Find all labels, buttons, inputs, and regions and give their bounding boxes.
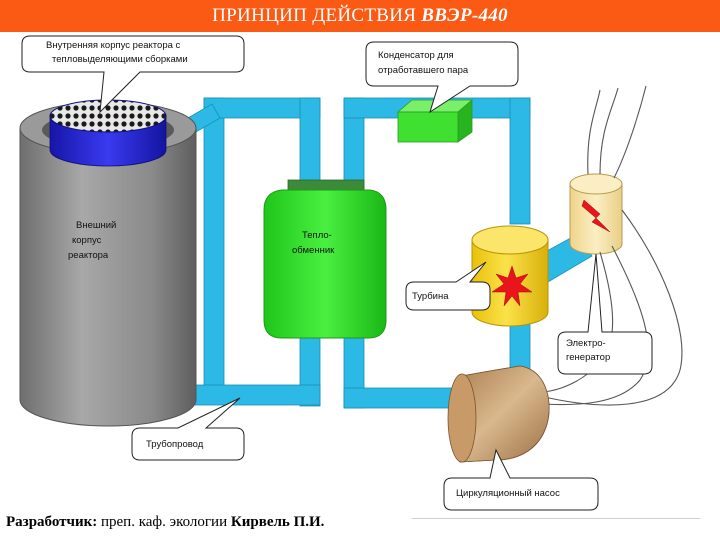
- callout-inner-core-line-2: тепловыделяющими сборками: [52, 54, 188, 65]
- callout-circulation-pump: Циркуляционный насос: [443, 448, 599, 511]
- callout-condenser-line-1: Конденсатор для: [378, 50, 454, 61]
- callout-pipeline: Трубопровод: [131, 397, 245, 461]
- callout-turbine: Турбина: [405, 261, 491, 311]
- title-model: ВВЭР-440: [421, 5, 508, 26]
- label-outer-vessel-line-3: реактора: [68, 250, 109, 261]
- callout-inner-core-line-1: Внутренняя корпус реактора с: [46, 40, 181, 51]
- label-heat-exchanger-line-2: обменник: [292, 245, 335, 256]
- generator: [569, 173, 623, 255]
- callout-generator: Электро- генератор: [557, 253, 653, 375]
- label-outer-vessel: Внешний корпус реактора: [68, 220, 116, 261]
- footer-credits: Разработчик: преп. каф. экологии Кирвель…: [6, 514, 324, 531]
- callout-turbine-text: Турбина: [412, 291, 449, 302]
- callout-condenser: Конденсатор для отработавшего пара: [365, 41, 519, 114]
- reactor-core: [49, 99, 167, 167]
- turbine: [471, 225, 549, 327]
- lightning-icon: [581, 199, 611, 233]
- callout-circulation-pump-text: Циркуляционный насос: [456, 488, 560, 499]
- footer-developer-label: Разработчик:: [6, 514, 98, 530]
- title-bar: ПРИНЦИП ДЕЙСТВИЯ ВВЭР-440: [0, 0, 720, 32]
- turbine-spark-icon: [491, 265, 533, 307]
- page-title: ПРИНЦИП ДЕЙСТВИЯ ВВЭР-440: [212, 5, 508, 26]
- npp-diagram: Внутренняя корпус реактора с тепловыделя…: [0, 32, 720, 540]
- label-outer-vessel-line-2: корпус: [72, 235, 102, 246]
- pipe-primary-to-exchanger: [299, 97, 321, 183]
- callout-pipeline-text: Трубопровод: [146, 439, 204, 450]
- heat-exchanger: [263, 179, 387, 339]
- pipe-primary-left: [203, 97, 225, 395]
- title-prefix: ПРИНЦИП ДЕЙСТВИЯ: [212, 5, 422, 26]
- label-outer-vessel-line-1: Внешний: [76, 220, 116, 231]
- diagram-canvas: Внутренняя корпус реактора с тепловыделя…: [19, 35, 683, 511]
- footer-position: преп. каф. экологии: [97, 514, 231, 530]
- footer-divider: [412, 518, 700, 519]
- footer-author: Кирвель П.И.: [230, 514, 325, 530]
- callout-condenser-line-2: отработавшего пара: [378, 65, 469, 76]
- label-heat-exchanger-line-1: Тепло-: [302, 230, 332, 241]
- label-heat-exchanger: Тепло- обменник: [292, 230, 335, 256]
- callout-inner-core: Внутренняя корпус реактора с тепловыделя…: [21, 35, 245, 114]
- pipe-secondary-right-upper: [509, 97, 531, 225]
- callout-generator-line-2: генератор: [566, 352, 610, 363]
- callout-generator-line-1: Электро-: [566, 338, 606, 349]
- circulation-pump: [447, 365, 550, 463]
